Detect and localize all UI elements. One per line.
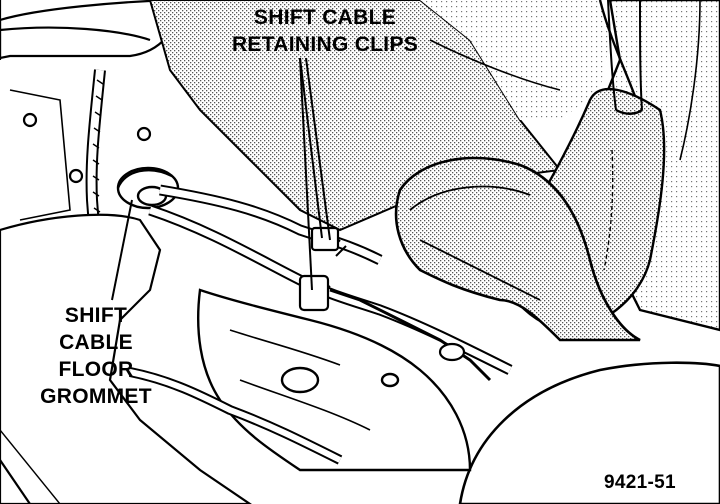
- callout-leader-lines: [111, 57, 331, 301]
- console-tunnel: [394, 156, 641, 342]
- floor-grommet-label-line1: SHIFT: [64, 304, 128, 327]
- figure-id: 9421-51: [604, 472, 676, 493]
- transmission-bracket: [197, 288, 472, 472]
- retaining-clips-label: SHIFT CABLE RETAINING CLIPS: [230, 4, 420, 58]
- cable-retaining-clip: [298, 226, 492, 382]
- floor-grommet-label-line4: GROMMET: [40, 385, 152, 408]
- floor-grommet: [116, 166, 180, 210]
- lower-right-housing: [458, 361, 720, 504]
- lower-wire: [129, 367, 343, 465]
- retaining-clips-label-line1: SHIFT CABLE: [253, 6, 397, 29]
- retaining-clips-label-line2: RETAINING CLIPS: [231, 33, 419, 56]
- floor-grommet-label-line3: FLOOR: [58, 358, 134, 381]
- shift-cable: [148, 184, 513, 375]
- upper-body-panel: [0, 0, 180, 60]
- left-floor-panel: [0, 89, 252, 504]
- floor-grommet-label: SHIFT CABLE FLOOR GROMMET: [26, 302, 166, 410]
- floor-grommet-label-line2: CABLE: [59, 331, 133, 354]
